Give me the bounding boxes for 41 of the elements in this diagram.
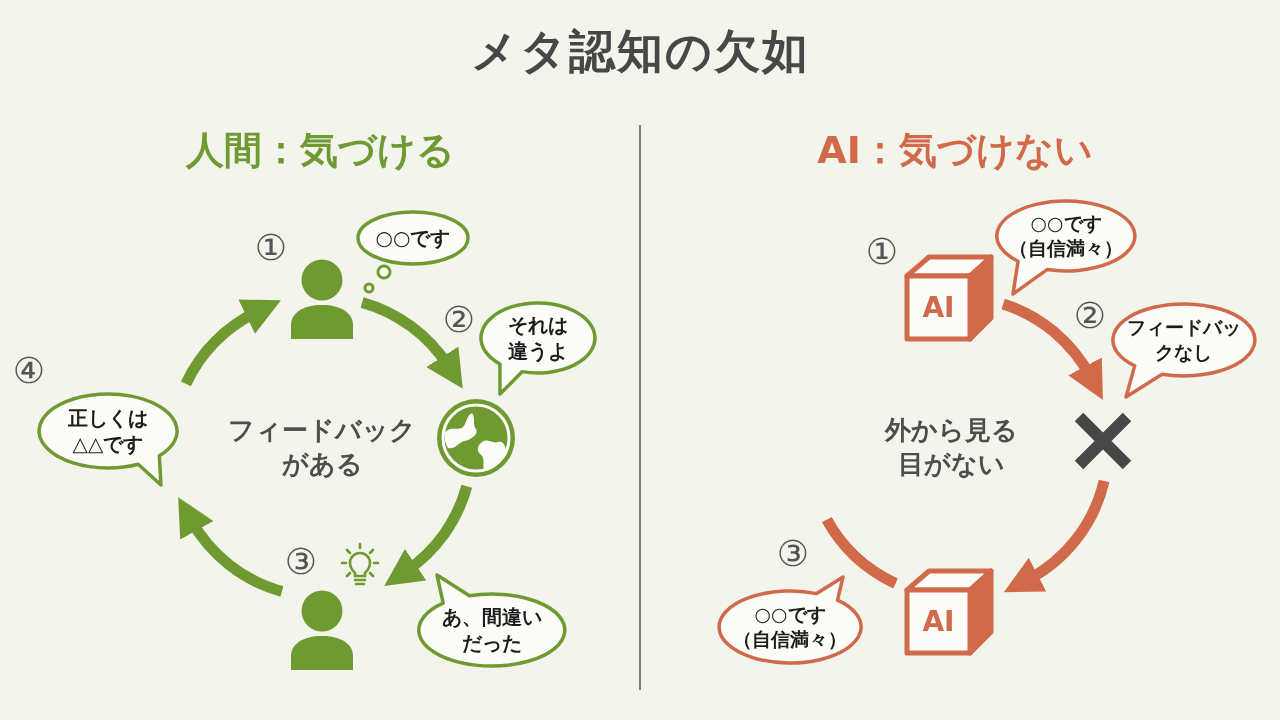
title: メタ認知の欠如	[470, 23, 810, 80]
speech-bubble	[1111, 302, 1257, 400]
curved-arrow	[1004, 479, 1110, 594]
person-icon	[291, 259, 353, 339]
speech-bubble	[479, 301, 597, 397]
curved-arrow	[176, 498, 284, 597]
bubble-text: あ、間違いだった	[441, 604, 543, 656]
cross-icon	[1072, 410, 1134, 472]
bubble-text: （自信満々）	[1009, 236, 1123, 261]
step-number: ③	[283, 543, 319, 581]
loop-caption: フィードバックがある	[227, 414, 417, 481]
cube-shape	[904, 568, 994, 656]
speech-bubble	[417, 572, 567, 668]
loop-caption: 外から見る目がない	[883, 414, 1020, 481]
thought-bubble	[356, 210, 470, 294]
cube-shape	[904, 254, 994, 342]
cube-label: AI	[922, 293, 955, 322]
step-number: ④	[11, 352, 47, 390]
bubble-text: ○○です	[375, 225, 451, 251]
step-number: ③	[775, 535, 811, 573]
step-number: ②	[441, 301, 477, 339]
cube-label: AI	[922, 607, 955, 636]
globe-icon	[436, 398, 516, 478]
curved-arrow	[385, 484, 472, 588]
curved-arrow	[181, 298, 281, 387]
section-heading: AI：気づけない	[817, 127, 1093, 174]
bubble-text: ○○です	[754, 602, 826, 627]
speech-bubble	[995, 199, 1137, 297]
bubble-text: ○○です	[1030, 211, 1102, 236]
person-icon	[291, 590, 353, 670]
speech-bubble	[37, 392, 179, 488]
bubble-text: 正しくは△△です	[67, 405, 149, 457]
step-number: ①	[253, 229, 289, 267]
curved-line	[822, 516, 899, 589]
step-number: ②	[1072, 297, 1108, 335]
bubble-text: それは違うよ	[507, 312, 569, 364]
step-number: ①	[864, 233, 900, 271]
bubble-text: （自信満々）	[733, 627, 847, 652]
section-heading: 人間：気づける	[185, 127, 455, 174]
bubble-text: フィードバックなし	[1126, 315, 1242, 365]
speech-bubble	[717, 575, 863, 665]
